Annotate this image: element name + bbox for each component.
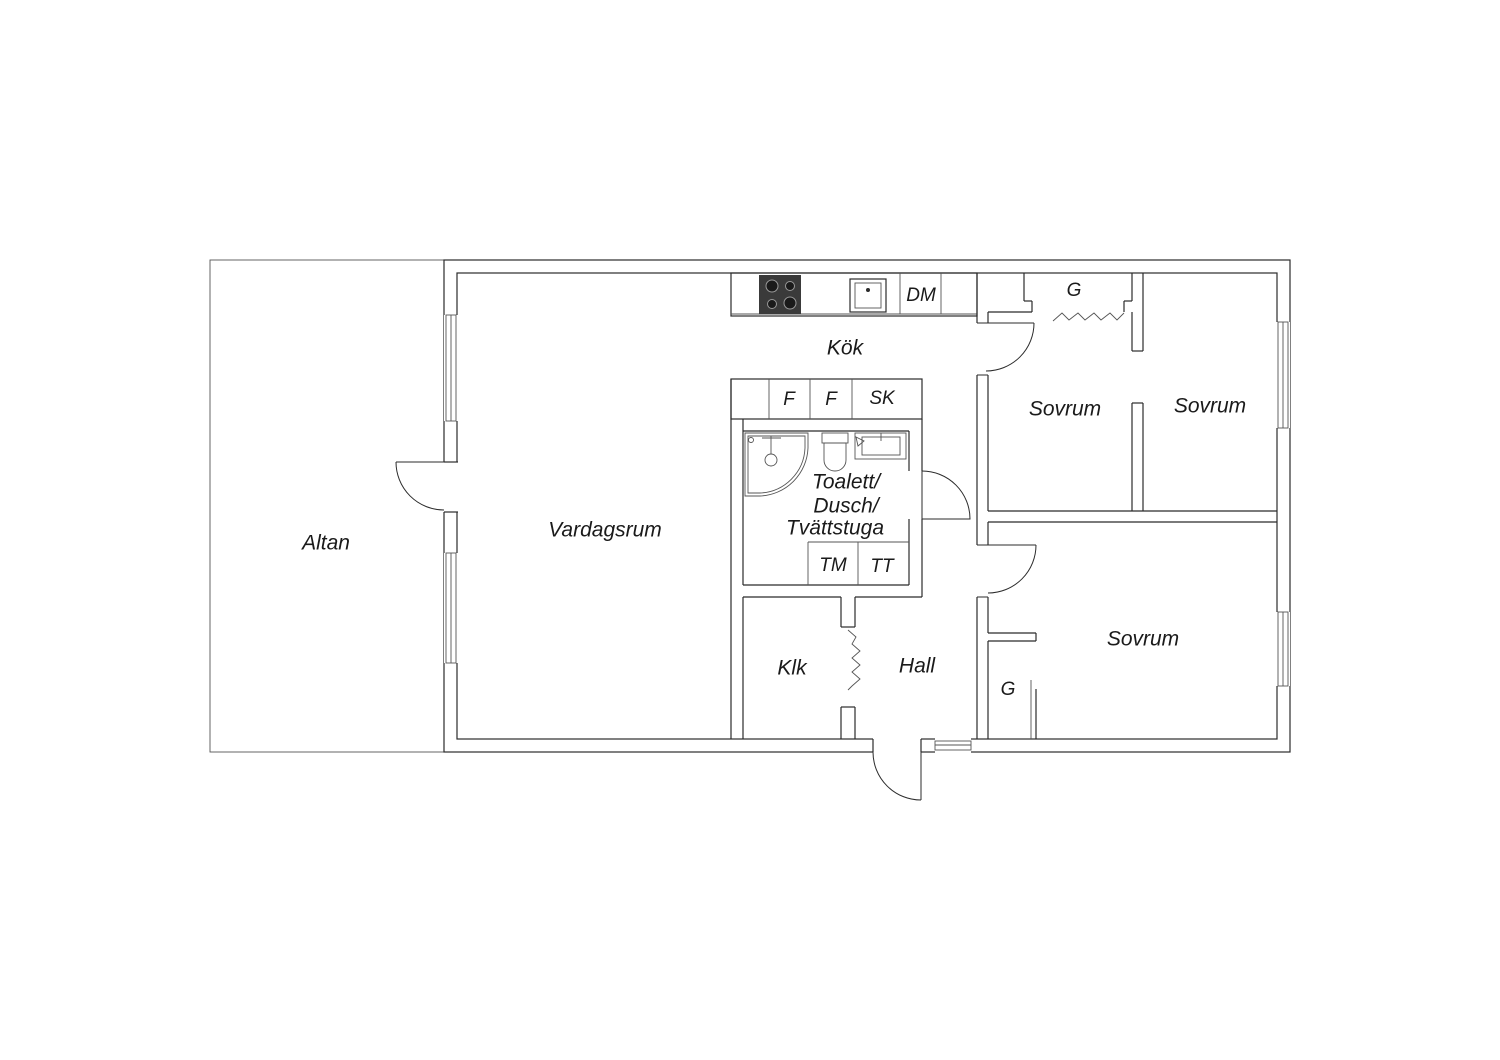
window-left-lower: [444, 552, 458, 664]
closet-sk-label: SK: [869, 388, 896, 409]
room-bathroom-label-line3: Tvättstuga: [786, 517, 884, 540]
room-sovrum-3-label: Sovrum: [1107, 628, 1179, 651]
front-door: [872, 737, 922, 801]
dryer-label: TT: [870, 556, 895, 577]
washer-label: TM: [819, 555, 847, 576]
altan-door: [395, 461, 459, 513]
room-bathroom-label-line1: Toalett/: [812, 471, 882, 494]
stove-icon: [759, 275, 801, 314]
window-left-upper: [444, 314, 458, 422]
room-vardagsrum-label: Vardagsrum: [548, 519, 662, 542]
room-kok-label: Kök: [827, 337, 865, 360]
room-sovrum-2-label: Sovrum: [1174, 395, 1246, 418]
sink-icon: [849, 278, 887, 313]
closet-sliding-door: [847, 629, 861, 691]
central-walls: [730, 379, 923, 739]
bedroom-door-top: [977, 322, 1035, 376]
room-klk-label: Klk: [777, 657, 808, 680]
bedroom-door-bottom: [977, 544, 1037, 598]
window-bottom-hall: [934, 738, 972, 753]
wardrobe-sliding-door: [1052, 312, 1125, 322]
wardrobe-bottom-label: G: [1001, 679, 1016, 700]
bathroom-door: [921, 470, 971, 520]
toilet-icon: [821, 432, 849, 472]
window-right-upper: [1276, 321, 1290, 429]
closet-f1-label: F: [783, 389, 796, 410]
room-sovrum-1-label: Sovrum: [1029, 398, 1101, 421]
altan-outline: [209, 259, 445, 753]
room-bathroom-label-line2: Dusch/: [813, 495, 881, 518]
dishwasher-label: DM: [906, 285, 936, 306]
right-block-walls: [976, 273, 1277, 739]
shower-icon: [744, 432, 809, 497]
room-hall-label: Hall: [899, 655, 937, 678]
window-right-lower: [1276, 611, 1290, 687]
washbasin-icon: [854, 432, 907, 460]
closet-f2-label: F: [825, 389, 838, 410]
laundry-machines: [807, 541, 909, 585]
room-altan-label: Altan: [300, 532, 350, 555]
wardrobe-top-label: G: [1067, 280, 1082, 301]
